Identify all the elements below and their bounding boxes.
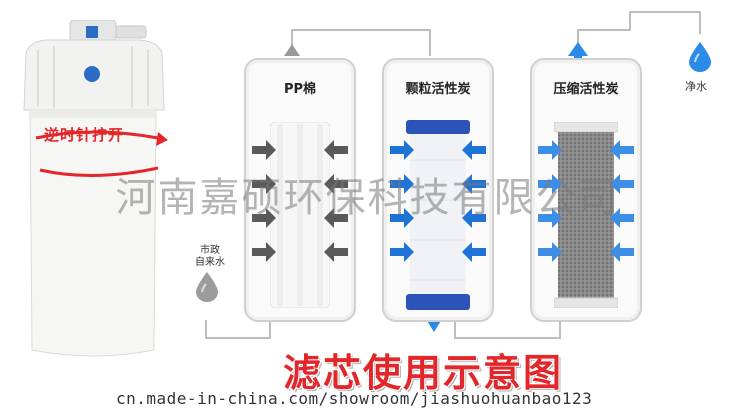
- source-url: cn.made-in-china.com/showroom/jiashuohua…: [116, 389, 593, 408]
- source-label-line2: 自来水: [195, 257, 225, 268]
- output-label: 净水: [685, 80, 707, 93]
- compressed-carbon-flow-arrows: [538, 140, 634, 262]
- stage-card-compressed-carbon: 压缩活性炭: [530, 58, 642, 322]
- stage-card-granular-carbon: 颗粒活性炭: [382, 58, 494, 322]
- pp-flow-arrows: [252, 140, 348, 262]
- compressed-carbon-cartridge: [554, 122, 618, 308]
- company-watermark: 河南嘉硕环保科技有限公司: [115, 175, 620, 221]
- rotate-open-label: 逆时针拧开: [44, 126, 125, 144]
- pp-cartridge: [270, 122, 330, 308]
- granular-carbon-flow-arrows: [390, 140, 486, 262]
- pure-water-drop-icon: [689, 42, 711, 72]
- granular-carbon-cartridge: [406, 120, 470, 310]
- source-label-line1: 市政: [200, 245, 220, 256]
- diagram-title: 滤芯使用示意图: [282, 351, 563, 395]
- stage-title-pp: PP棉: [283, 82, 317, 97]
- filter-housing: [18, 19, 168, 360]
- source-label: 市政 自来水: [190, 245, 230, 269]
- tap-water-drop-icon: [196, 272, 218, 302]
- stage-title-granular-carbon: 颗粒活性炭: [405, 82, 471, 97]
- stage-title-compressed-carbon: 压缩活性炭: [553, 82, 619, 97]
- stage-card-pp: PP棉: [244, 58, 356, 322]
